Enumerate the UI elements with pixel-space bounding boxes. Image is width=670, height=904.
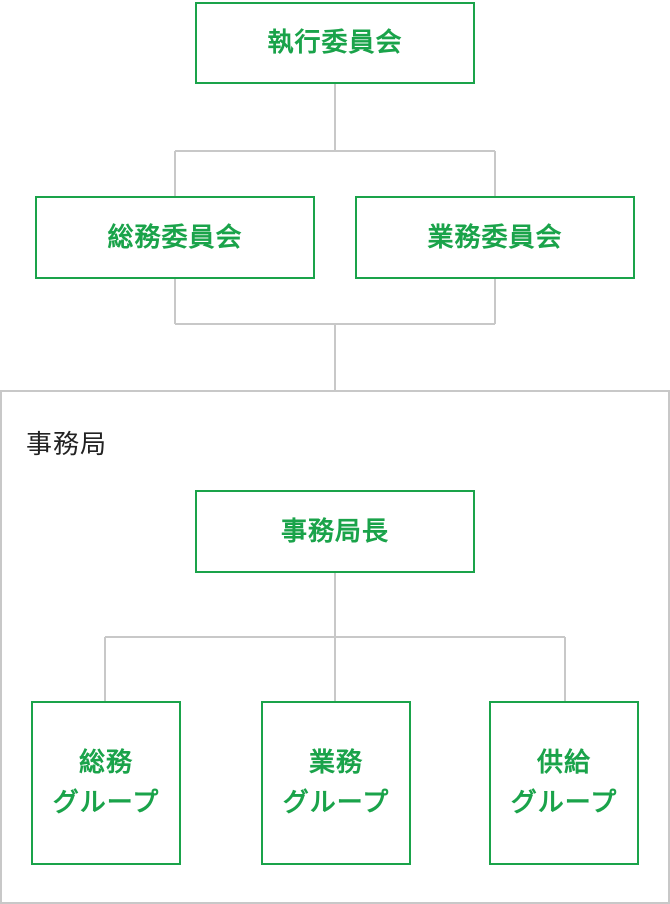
operations-committee-box: 業務委員会 xyxy=(355,196,635,279)
executive-committee-box: 執行委員会 xyxy=(195,2,475,84)
general-affairs-committee-box: 総務委員会 xyxy=(35,196,315,279)
general-affairs-group-box: 総務 グループ xyxy=(31,701,181,865)
supply-group-line1: 供給 xyxy=(536,748,591,778)
general-affairs-committee-label: 総務委員会 xyxy=(107,222,243,253)
operations-group-line2: グループ xyxy=(282,788,390,818)
supply-group-box: 供給 グループ xyxy=(489,701,639,865)
secretariat-label: 事務局 xyxy=(26,430,108,460)
general-affairs-group-line1: 総務 xyxy=(78,748,133,778)
secretariat-head-label: 事務局長 xyxy=(280,516,389,547)
operations-group-line1: 業務 xyxy=(308,748,363,778)
secretariat-head-box: 事務局長 xyxy=(195,490,475,573)
secretariat-frame xyxy=(0,390,670,904)
supply-group-line2: グループ xyxy=(510,788,618,818)
executive-committee-label: 執行委員会 xyxy=(267,28,403,58)
general-affairs-group-line2: グループ xyxy=(52,788,160,818)
operations-group-box: 業務 グループ xyxy=(261,701,411,865)
operations-committee-label: 業務委員会 xyxy=(427,222,563,253)
